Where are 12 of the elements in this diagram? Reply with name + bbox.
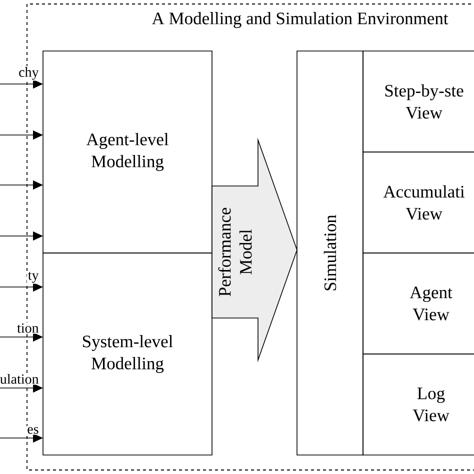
edge-label: chy — [19, 67, 39, 80]
process-box: Log View — [362, 354, 474, 456]
edge-label: es — [28, 427, 38, 434]
edge-label: ty — [28, 272, 39, 283]
process-box: Step-by-ste View — [362, 50, 474, 152]
process-box: Agent-level Modelling — [42, 50, 212, 254]
edge-label: tion — [17, 323, 39, 333]
process-box: Agent View — [362, 252, 474, 354]
process-box: Simulation — [296, 50, 364, 456]
edge-label: ulation — [0, 374, 39, 384]
process-box: Accumulati View — [362, 152, 474, 254]
process-box: System-level Modelling — [42, 252, 212, 456]
